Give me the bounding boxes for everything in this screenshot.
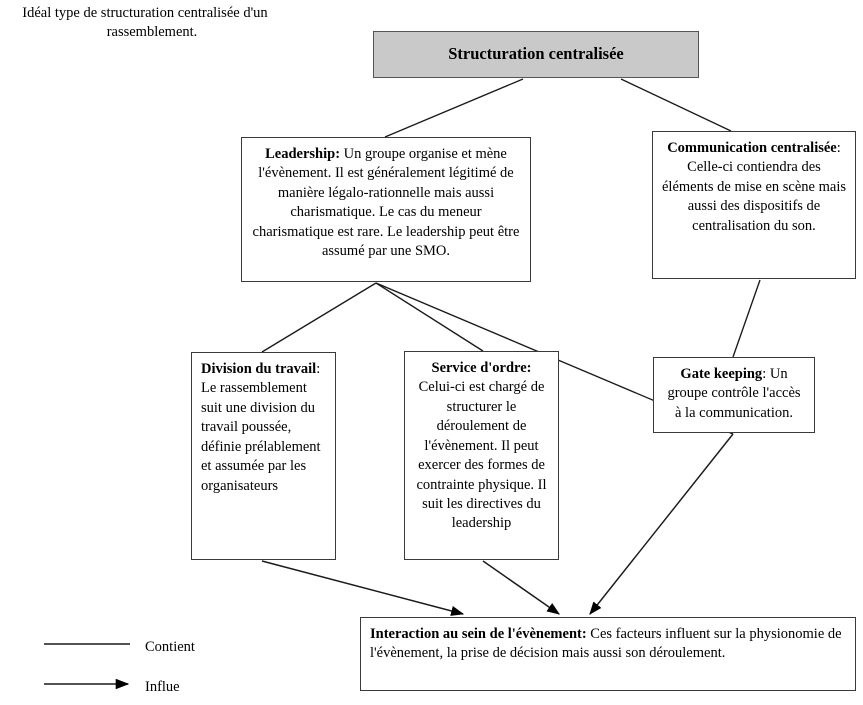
legend-item-influe-label: Influe (145, 679, 180, 695)
node-service-d-ordre[interactable]: Service d'ordre: Celui-ci est chargé de … (404, 351, 559, 560)
node-structuration-centralisee[interactable]: Structuration centralisée (373, 31, 699, 78)
legend-item-contient-label: Contient (145, 639, 195, 655)
edge-communication-to-gate (732, 279, 761, 358)
node-leadership-body: Un groupe organise et mène l'évènement. … (252, 146, 520, 260)
node-interaction-au-sein-de-l-evenement[interactable]: Interaction au sein de l'évènement: Ces … (360, 617, 856, 691)
edge-service-to-interaction (482, 560, 560, 615)
edge-title-to-communication (620, 78, 732, 132)
node-service-body: Celui-ci est chargé de structurer le dér… (416, 379, 547, 532)
node-division-du-travail[interactable]: Division du travail: Le rassemblement su… (191, 352, 336, 560)
node-gate-text: Gate keeping: Un groupe contrôle l'accès… (654, 358, 814, 430)
node-leadership-heading: Leadership: (265, 146, 341, 162)
node-gate-keeping[interactable]: Gate keeping: Un groupe contrôle l'accès… (653, 357, 815, 433)
node-division-text: Division du travail: Le rassemblement su… (192, 353, 335, 503)
node-communication-heading: Communication centralisée (667, 140, 837, 156)
node-communication-body: : Celle-ci contiendra des éléments de mi… (662, 140, 847, 234)
node-division-heading: Division du travail (201, 361, 317, 377)
edge-leadership-to-service (375, 282, 484, 352)
node-division-body: : Le rassemblement suit une division du … (201, 361, 321, 494)
node-leadership[interactable]: Leadership: Un groupe organise et mène l… (241, 137, 531, 282)
node-service-text: Service d'ordre: Celui-ci est chargé de … (405, 352, 558, 541)
edge-leadership-to-division (261, 282, 377, 353)
node-communication-text: Communication centralisée: Celle-ci cont… (653, 132, 855, 243)
node-interaction-heading: Interaction au sein de l'évènement: (370, 626, 587, 642)
edge-gate-to-interaction (589, 433, 734, 615)
figure-caption: Idéal type de structuration centralisée … (22, 5, 268, 41)
node-gate-heading: Gate keeping (680, 366, 763, 382)
node-interaction-text: Interaction au sein de l'évènement: Ces … (361, 618, 855, 671)
edge-division-to-interaction (261, 560, 465, 616)
node-interaction-body: Ces facteurs influent sur la physionomie… (370, 626, 842, 662)
node-leadership-text: Leadership: Un groupe organise et mène l… (242, 138, 530, 269)
node-title-label: Structuration centralisée (448, 44, 624, 64)
node-communication-centralisee[interactable]: Communication centralisée: Celle-ci cont… (652, 131, 856, 279)
node-service-heading: Service d'ordre: (431, 360, 532, 376)
edge-title-to-leadership (384, 78, 524, 138)
